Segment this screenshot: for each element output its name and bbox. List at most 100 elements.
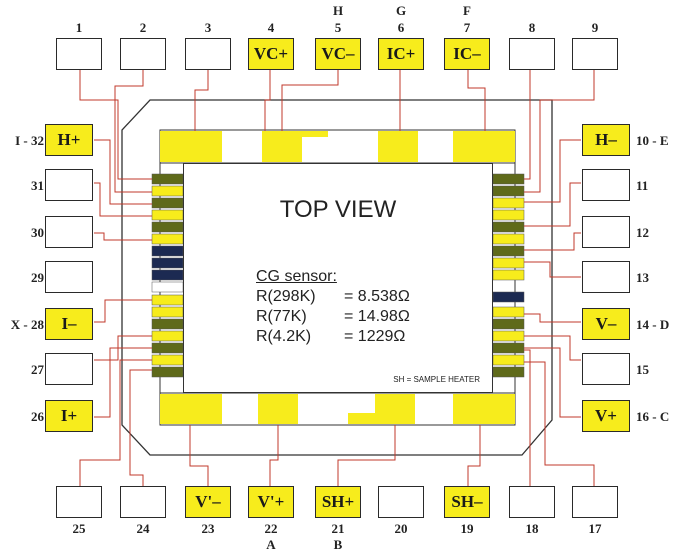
left-pad-3 (45, 261, 93, 293)
bond-wire (269, 425, 279, 488)
top-contact (160, 131, 222, 162)
right-contact (492, 257, 525, 269)
bond-wire (524, 335, 581, 361)
left-contact (151, 281, 184, 293)
left-pin-number: 27 (31, 362, 44, 377)
bond-wire (94, 299, 152, 323)
bond-wire (524, 182, 581, 227)
bottom-pin-letter: A (266, 537, 276, 552)
right-contact (492, 197, 525, 209)
top-pin-number: 3 (204, 20, 212, 35)
right-pad-5 (582, 353, 630, 385)
left-pad-4: I– (45, 308, 93, 340)
right-pin-number: 16 - C (636, 409, 670, 424)
left-contact (151, 330, 184, 342)
left-contact (151, 342, 184, 354)
top-view-title: TOP VIEW (279, 196, 397, 223)
bond-wire (264, 70, 271, 131)
bottom-pad-25 (56, 486, 102, 518)
sample-heater-note: SH = SAMPLE HEATER (393, 375, 480, 384)
chip-top-view: TOP VIEW CG sensor: R(298K)= 8.538Ω R(77… (183, 163, 493, 393)
left-pad-2 (45, 216, 93, 248)
top-pin-number: 5 (334, 20, 342, 35)
bond-wire (524, 70, 531, 180)
top-pin-letter: H (332, 3, 344, 18)
right-contact (492, 233, 525, 245)
left-contact (151, 257, 184, 269)
left-pad-5 (45, 353, 93, 385)
bottom-pin-number: 20 (394, 521, 408, 536)
left-contact (151, 354, 184, 366)
left-pin-number: 31 (31, 178, 44, 193)
bond-wire (524, 261, 581, 278)
bottom-pin-number: 24 (136, 521, 150, 536)
left-pad-6: I+ (45, 400, 93, 432)
right-contact (492, 318, 525, 330)
top-contact (453, 131, 515, 162)
top-pad-5: VC– (315, 38, 361, 70)
right-pin-number: 14 - D (636, 317, 670, 332)
bottom-pin-number: 25 (72, 521, 86, 536)
left-pad-0: H+ (45, 124, 93, 156)
left-contact (151, 173, 184, 185)
bond-wire (94, 232, 152, 241)
bond-wire (524, 361, 595, 488)
top-pin-number: 7 (463, 20, 471, 35)
right-pad-3 (582, 261, 630, 293)
right-pad-2 (582, 216, 630, 248)
bond-wire (94, 139, 152, 205)
bottom-contact (258, 394, 298, 424)
right-contact (492, 269, 525, 281)
left-contact (151, 306, 184, 318)
bottom-pad-22: V'+ (248, 486, 294, 518)
left-contact (151, 185, 184, 197)
bond-wire (524, 139, 581, 203)
top-contact-tab (302, 131, 328, 137)
top-pin-number: 2 (139, 20, 147, 35)
bottom-pin-number: 21 (331, 521, 345, 536)
left-pin-number: 26 (31, 409, 44, 424)
cg-sensor-readings: CG sensor: R(298K)= 8.538Ω R(77K)= 14.98… (256, 267, 410, 347)
bond-wire (524, 349, 531, 488)
bottom-pin-number: 17 (588, 521, 602, 536)
top-pin-number: 9 (591, 20, 599, 35)
bottom-pad-18 (509, 486, 555, 518)
bond-wire (129, 369, 152, 488)
bottom-pin-number: 23 (201, 521, 215, 536)
left-contact (151, 269, 184, 281)
bond-wire (281, 70, 339, 131)
left-pin-number: I - 32 (15, 133, 44, 148)
right-pin-number: 13 (636, 270, 649, 285)
top-contact (378, 131, 418, 162)
bottom-pin-number: 18 (525, 521, 539, 536)
right-contact (492, 173, 525, 185)
left-contact (151, 209, 184, 221)
right-contact (492, 209, 525, 221)
bottom-pad-23: V'– (185, 486, 231, 518)
bottom-pad-20 (378, 486, 424, 518)
left-contact (151, 197, 184, 209)
bond-wire (79, 359, 152, 488)
bond-wire (524, 347, 581, 418)
bottom-pin-number: 19 (460, 521, 474, 536)
left-pad-1 (45, 169, 93, 201)
right-contact (492, 185, 525, 197)
top-pad-6: IC+ (378, 38, 424, 70)
left-pin-number: 29 (31, 270, 44, 285)
reading-row: R(77K)= 14.98Ω (256, 308, 410, 325)
bond-wire (337, 425, 396, 488)
left-contact (151, 294, 184, 306)
right-pin-number: 12 (636, 225, 649, 240)
right-pin-number: 11 (636, 178, 649, 193)
right-contact (492, 306, 525, 318)
bottom-contact (375, 394, 415, 424)
bottom-pad-19: SH– (444, 486, 490, 518)
reading-row: R(4.2K)= 1229Ω (256, 328, 406, 345)
bond-wire (114, 70, 152, 193)
bottom-pad-17 (572, 486, 618, 518)
right-pin-number: 15 (636, 362, 649, 377)
bond-wire (79, 70, 152, 180)
bond-wire (467, 425, 481, 488)
top-pin-number: 4 (267, 20, 275, 35)
